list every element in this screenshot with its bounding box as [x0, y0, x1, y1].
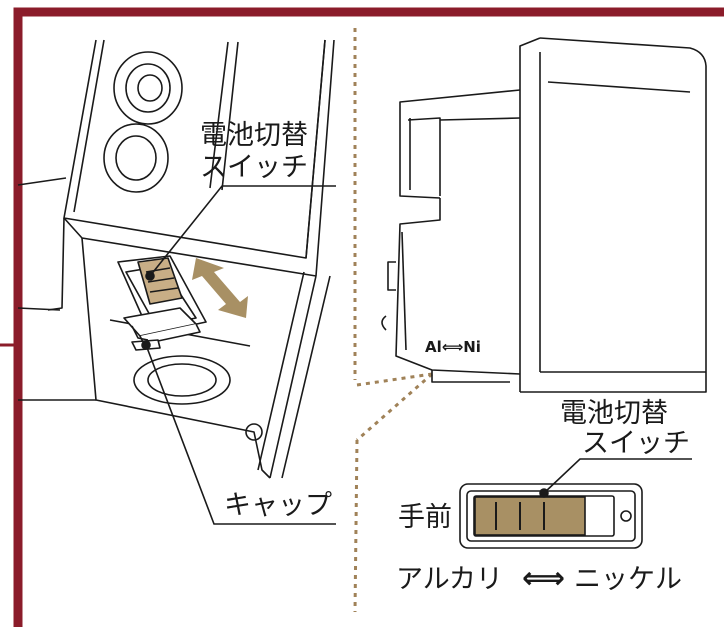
switch-label-right-line1: 電池切替	[560, 398, 668, 429]
right-leader-line	[539, 458, 692, 498]
switch-label-left-line1: 電池切替	[200, 120, 308, 151]
switch-label-left-line2: スイッチ	[200, 152, 308, 183]
labels: 電池切替 スイッチ キャップ 電池切替 スイッチ 手前 アルカリ ⟺ ニッケル	[200, 120, 690, 596]
body-marking-text: Al⟺Ni	[425, 338, 481, 356]
cap-label: キャップ	[224, 490, 332, 521]
dotted-guide-lines	[353, 28, 433, 613]
front-label: 手前	[398, 502, 452, 533]
device-perspective-view	[17, 39, 335, 479]
slide-direction-arrow	[192, 258, 248, 318]
alkaline-label: アルカリ	[396, 564, 503, 595]
switch-closeup	[459, 483, 643, 549]
cap-left	[123, 307, 201, 351]
switch-slider	[474, 496, 586, 536]
nickel-label: ニッケル	[574, 564, 682, 595]
left-leader-lines	[145, 185, 336, 525]
body-switch-marking: Al⟺Ni	[425, 338, 481, 356]
switch-label-right-line2: スイッチ	[582, 428, 690, 459]
device-side-view	[381, 37, 707, 393]
direction-arrow: ⟺	[522, 561, 565, 596]
frame	[0, 7, 724, 627]
switch-grip-left	[137, 257, 183, 305]
